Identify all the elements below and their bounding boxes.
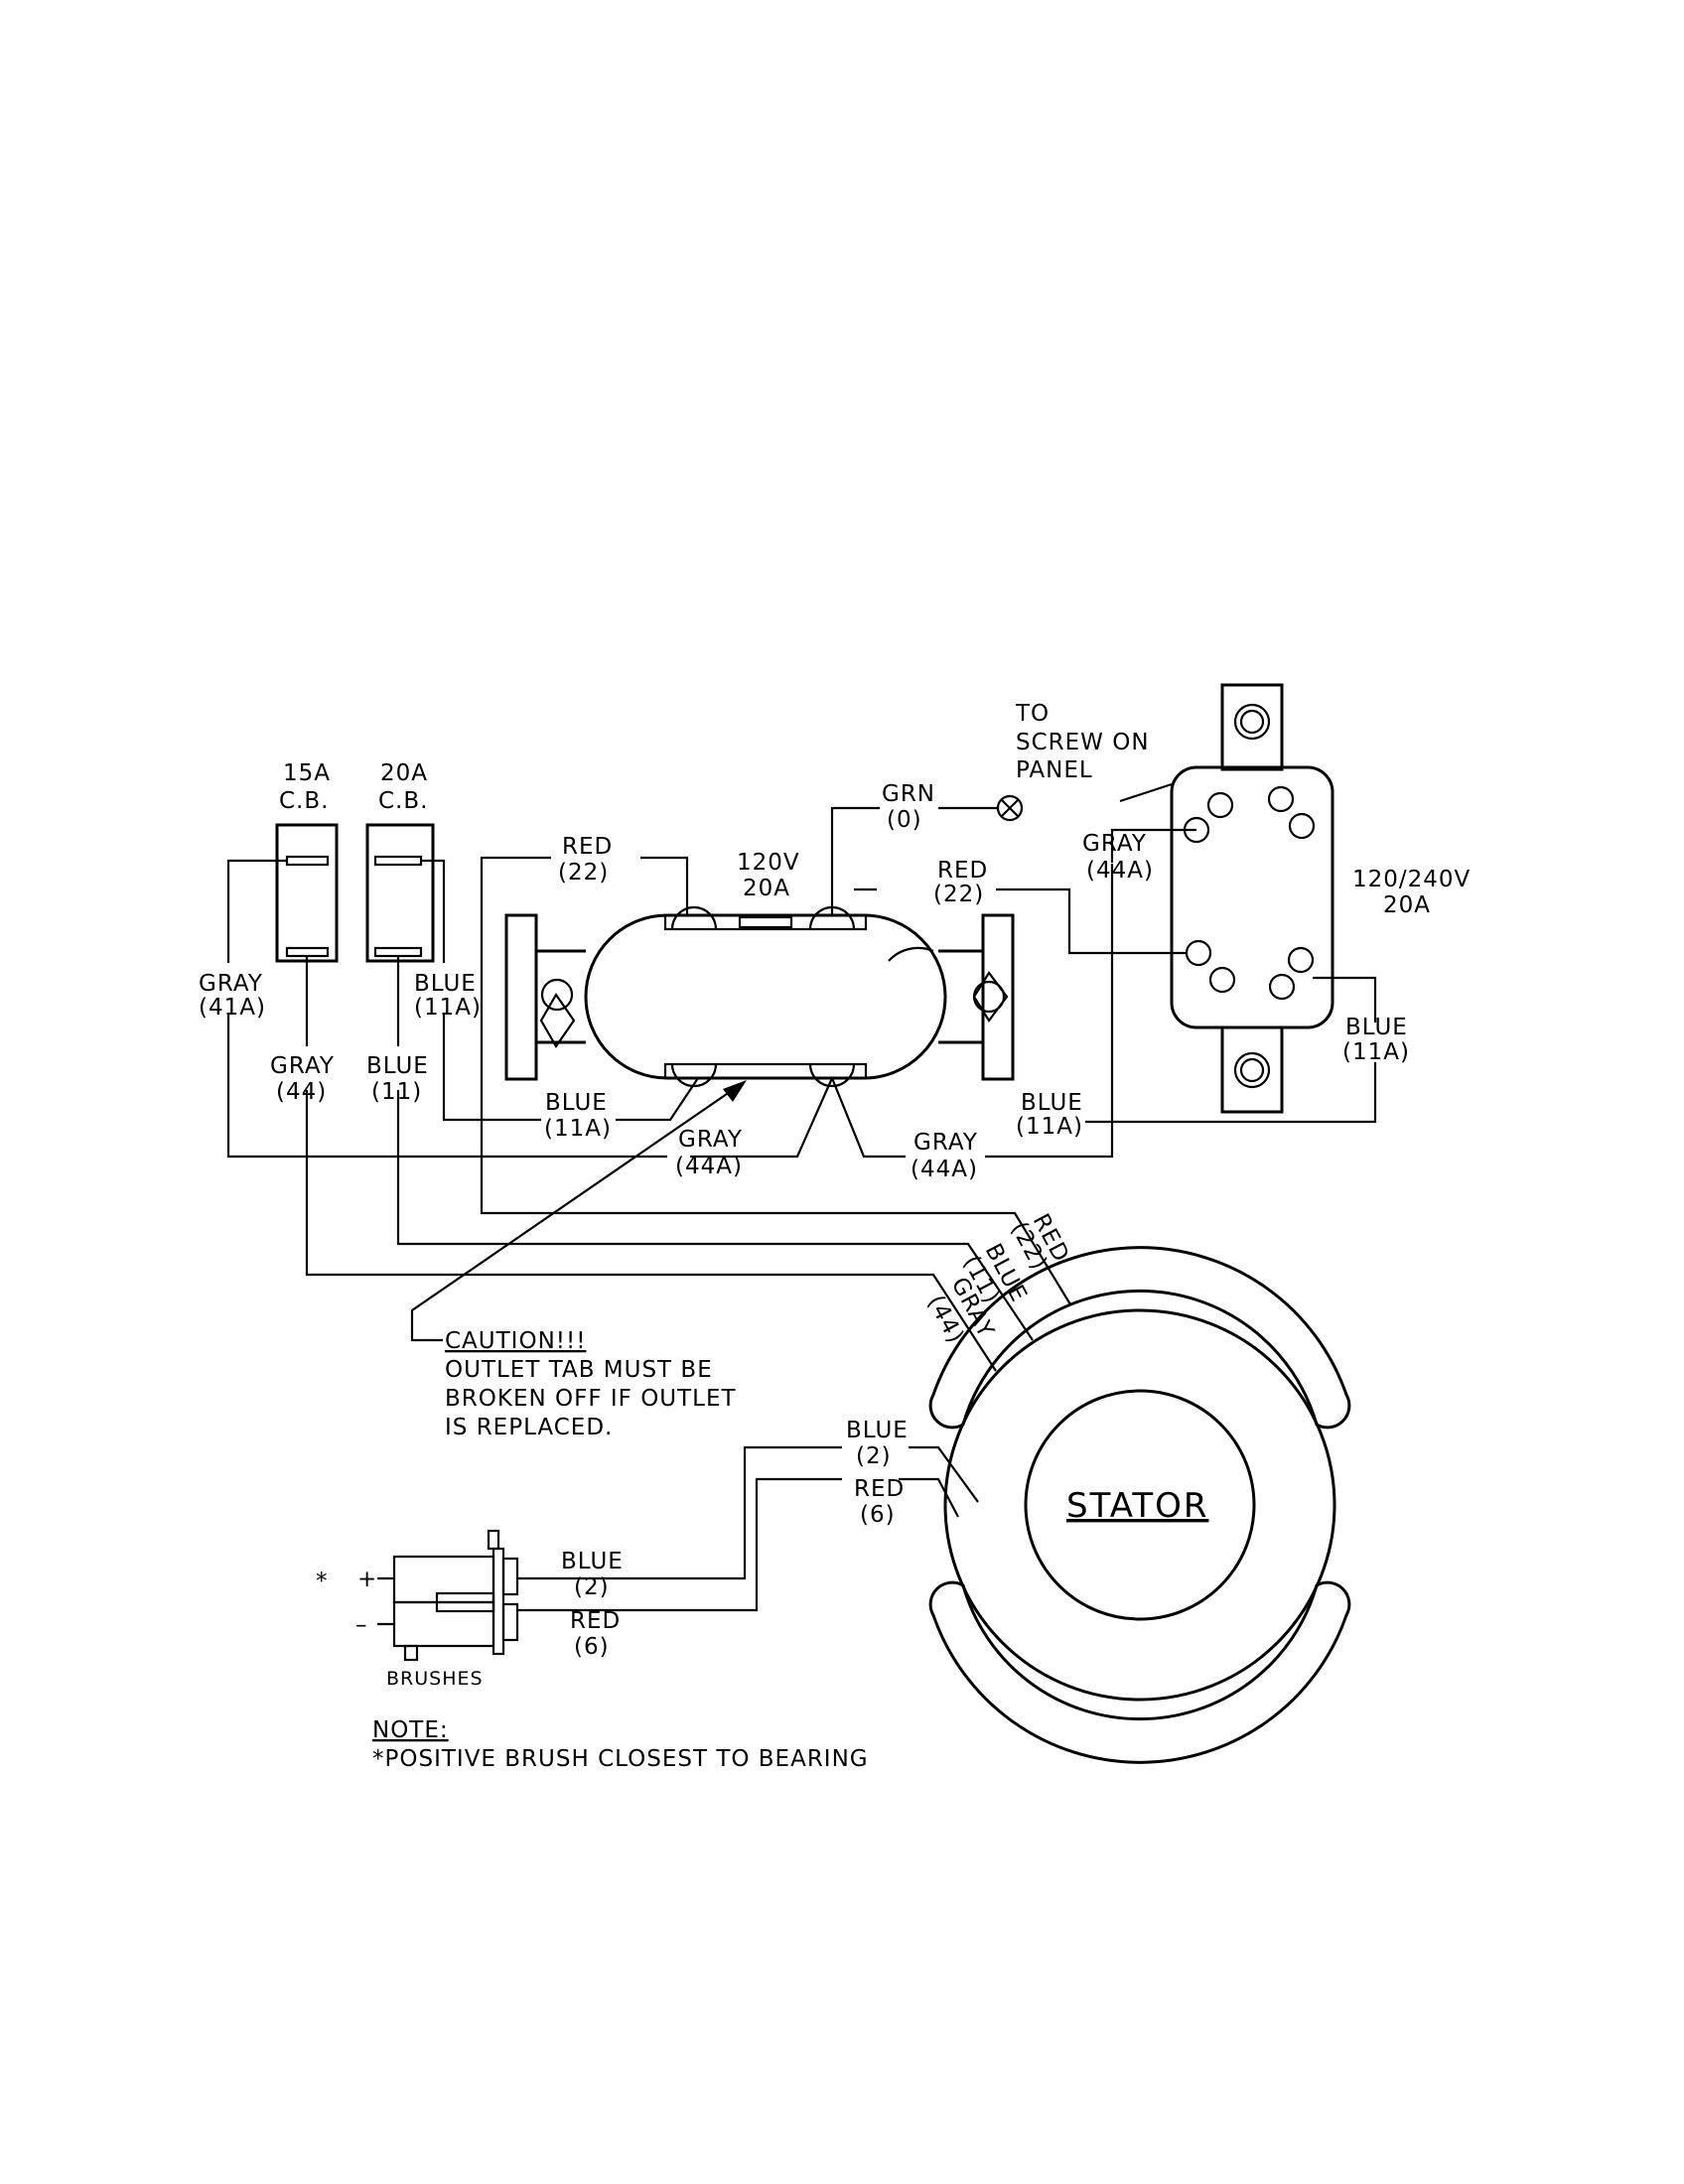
wire-red-num-b: (22) (933, 882, 984, 907)
cb15-rating: 15A (283, 760, 331, 786)
brush-plus: + (357, 1567, 377, 1592)
wire-gray-num-c: (44) (276, 1079, 327, 1105)
ground-num: (0) (887, 807, 922, 833)
brush-minus: – (355, 1612, 368, 1638)
stator-red-num: (6) (860, 1502, 896, 1528)
brushes-label: BRUSHES (386, 1668, 484, 1690)
outlet240-volts: 120/240V (1352, 867, 1471, 892)
outlet120-amps: 20A (743, 876, 790, 901)
wire-blue-label-b: BLUE (366, 1053, 429, 1079)
caution-line2: BROKEN OFF IF OUTLET (445, 1386, 737, 1412)
wire-blue-num-b: (11) (371, 1079, 422, 1105)
wire-blue-label-a: BLUE (414, 971, 477, 997)
ground-screw: SCREW ON (1016, 730, 1150, 755)
wire-gray-label-b: GRAY (199, 971, 263, 997)
ground-connection: TO SCREW ON PANEL GRN (0) (830, 701, 1173, 915)
wire-gray-num-e: (44A) (911, 1157, 978, 1182)
stator-label: STATOR (1066, 1486, 1208, 1526)
stator-blue-label: BLUE (846, 1418, 909, 1443)
brush-star: * (316, 1569, 329, 1594)
wire-blue-num-a: (11A) (414, 995, 482, 1021)
ground-to: TO (1015, 701, 1050, 727)
brush-red-num: (6) (574, 1634, 610, 1660)
cb20-rating: 20A (380, 760, 428, 786)
cb15-type: C.B. (279, 788, 329, 814)
wire-gray-label-d: GRAY (678, 1127, 743, 1153)
wire-blue-num-d: (11A) (1016, 1114, 1083, 1140)
wire-gray-label-a: GRAY (1082, 831, 1147, 857)
brush-red-label: RED (570, 1608, 621, 1634)
brush-blue-num: (2) (574, 1574, 610, 1600)
brush-blue-label: BLUE (561, 1549, 624, 1574)
wire-red-label-b: RED (937, 858, 988, 884)
caution-callout: CAUTION!!! OUTLET TAB MUST BE BROKEN OFF… (410, 1080, 747, 1440)
stator: STATOR (928, 1246, 1351, 1764)
brushes: * + – BRUSHES (316, 1529, 635, 1690)
wire-gray-num-a: (44A) (1086, 858, 1154, 884)
wire-blue-label-e: BLUE (1345, 1015, 1408, 1040)
ground-panel: PANEL (1016, 757, 1093, 783)
note-title: NOTE: (372, 1717, 449, 1743)
wire-gray-label-c: GRAY (270, 1053, 335, 1079)
wire-gray-num-d: (44A) (675, 1154, 743, 1179)
caution-line1: OUTLET TAB MUST BE (445, 1357, 713, 1383)
ground-color: GRN (882, 781, 935, 807)
wire-blue-num-c: (11A) (544, 1116, 612, 1142)
wire-blue-label-c: BLUE (545, 1090, 608, 1116)
wire-blue-num-e: (11A) (1342, 1039, 1410, 1065)
caution-title: CAUTION!!! (445, 1328, 586, 1354)
wires (226, 828, 1377, 1372)
cb20-type: C.B. (378, 788, 428, 814)
outlet-120v: 120V 20A (504, 850, 1015, 1088)
wire-gray-num-b: (41A) (199, 995, 266, 1021)
note-text: *POSITIVE BRUSH CLOSEST TO BEARING (372, 1746, 869, 1772)
wire-blue-label-d: BLUE (1021, 1090, 1083, 1116)
wire-red-num-a: (22) (558, 860, 609, 886)
outlet120-volts: 120V (737, 850, 800, 876)
outlet240-amps: 20A (1383, 892, 1431, 918)
outlet-120-240v: 120/240V 20A (1170, 683, 1471, 1114)
stator-red-label: RED (854, 1476, 905, 1502)
wire-gray-label-e: GRAY (913, 1130, 978, 1156)
stator-blue-num: (2) (856, 1443, 892, 1469)
caution-line3: IS REPLACED. (445, 1415, 613, 1440)
wire-red-label-a: RED (562, 834, 613, 860)
